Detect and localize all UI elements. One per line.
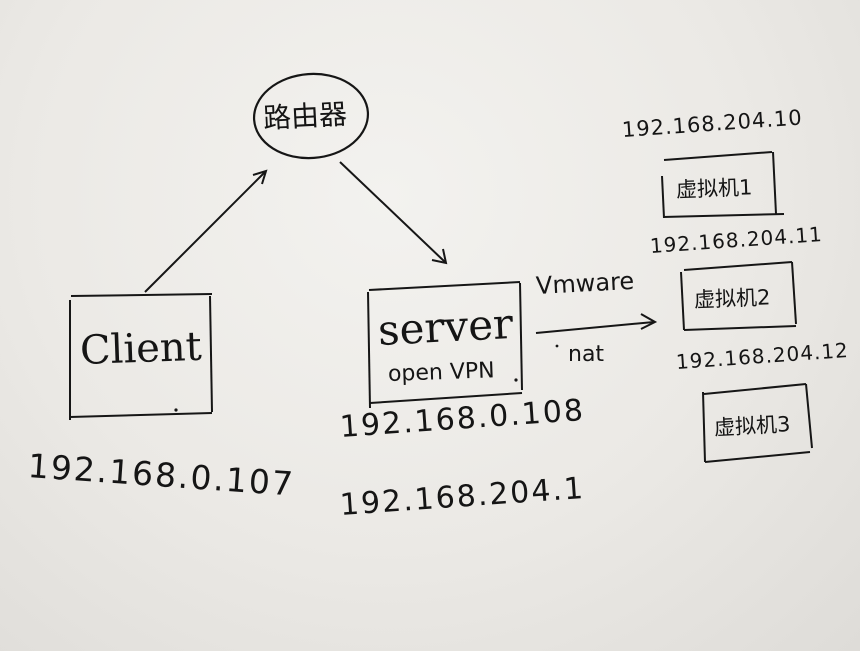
router-to-server-arrow [339,161,448,265]
vm-box-1 [661,151,785,219]
router-node [252,72,370,160]
vm-box-3 [702,383,813,463]
client-box [69,293,213,420]
client-label: Client [79,323,203,374]
server-box [367,281,523,409]
link-label-vmware: Vmware [535,266,635,300]
link-label-nat: nat [568,342,605,367]
vm-1-label: 虚拟机1 [675,175,753,202]
vmware-nat-arrow [535,313,658,348]
client-to-router-arrow [144,169,268,293]
server-sublabel: open VPN [387,358,496,387]
vm-3-label: 虚拟机3 [713,412,791,440]
router-label: 路由器 [262,97,348,135]
vm-2-label: 虚拟机2 [693,285,771,312]
vm-box-2 [680,261,797,331]
server-label: server [376,298,515,355]
